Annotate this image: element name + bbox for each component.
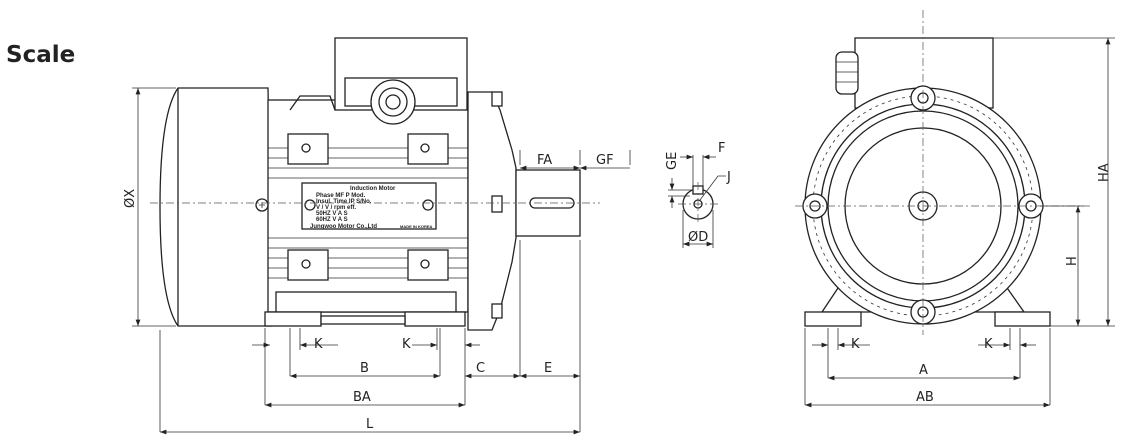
page-title: Scale [6, 42, 76, 68]
dim-k-right: K [984, 337, 993, 352]
foot-right [994, 311, 1051, 327]
dim-ge: GE [665, 152, 680, 170]
svg-text:60HZ V A: 60HZ V A S [316, 217, 348, 223]
shaft [515, 169, 581, 237]
foot-left [804, 311, 862, 327]
side-view: Induction Motor Phase MF P Mod. Insul. T… [123, 37, 631, 435]
svg-text:MADE IN KOREA: MADE IN KOREA [400, 224, 433, 229]
dim-ab: AB [916, 390, 934, 405]
dim-ox: ØX [123, 189, 138, 208]
dim-k-right: K [402, 337, 411, 352]
foot-left [264, 311, 322, 327]
dim-gf: GF [596, 153, 614, 168]
shaft-section: GE F J ØD [665, 141, 731, 248]
cable-gland [370, 79, 416, 125]
svg-text:50HZ V A: 50HZ V A S [316, 211, 348, 217]
dim-e: E [544, 361, 552, 376]
dim-c: C [476, 361, 485, 376]
dim-f: F [718, 141, 725, 156]
cable-gland [835, 51, 859, 95]
svg-text:V / V / rpm: V / V / rpm eff. [316, 205, 356, 211]
foot-right [404, 311, 466, 327]
dim-b: B [360, 361, 369, 376]
svg-text:Phase MF P Mod.: Phase MF P Mod. [316, 193, 366, 199]
dim-od: ØD [688, 230, 708, 245]
dim-k-left: K [851, 337, 860, 352]
dim-h: H [1065, 256, 1080, 266]
svg-text:Insul. Time IP S/No.: Insul. Time IP S/No. [316, 199, 372, 205]
dim-ha: HA [1097, 163, 1112, 182]
dim-j: J [726, 170, 731, 185]
earth-screw-icon [255, 198, 269, 212]
svg-text:Induction Motor: Induction Motor [350, 186, 396, 192]
dim-l: L [366, 417, 374, 432]
dim-k-left: K [314, 337, 323, 352]
svg-text:Jungwoo Motor Co.,Ltd: Jungwoo Motor Co.,Ltd [310, 224, 377, 230]
end-view: HA H K K A AB [795, 10, 1115, 408]
nameplate: Induction Motor Phase MF P Mod. Insul. T… [301, 182, 437, 230]
dim-fa: FA [537, 153, 552, 168]
dim-a: A [919, 363, 928, 378]
dim-ba: BA [353, 390, 371, 405]
fan-cover [159, 87, 273, 327]
